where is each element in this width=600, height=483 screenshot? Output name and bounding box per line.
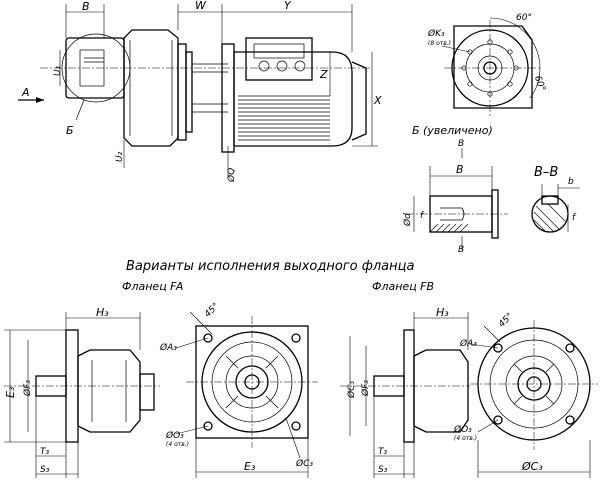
fa-h3-label: H₃	[96, 306, 109, 319]
dim-q-label: ØQ	[226, 168, 237, 183]
fb-a3-label: ØA₃	[459, 338, 477, 349]
flange-fb-caption: Фланец FB	[372, 280, 434, 293]
view-b-caption: Б (увеличено)	[412, 124, 493, 137]
shaft-detail: В В В Ød f b f В–В	[402, 139, 580, 255]
detail-b-label: Б	[66, 124, 74, 137]
fb-h3-label: H₃	[436, 306, 449, 319]
fb-45-label: 45°	[497, 311, 515, 329]
flange-fb-front-view: 45° ØA₃ ØO₃ (4 отв.) ØC₃	[453, 311, 598, 478]
k3-label: ØK₃	[427, 28, 445, 39]
fb-o3-note: (4 отв.)	[454, 435, 477, 442]
shaft-d-label: Ød	[402, 213, 413, 227]
fa-e3-label: E₃	[244, 460, 256, 473]
fa-o3-label: ØO₃	[165, 430, 184, 441]
fb-t3-label: T₃	[378, 447, 387, 457]
section-caption: В–В	[534, 165, 558, 180]
dim-z-label: Z	[319, 68, 328, 81]
section-mark-top: В	[458, 139, 464, 149]
flange-fa-caption: Фланец FA	[122, 280, 183, 293]
angle-60-label: 60°	[516, 13, 532, 23]
flange-fb-side-view: H₃ ØC₃ ØF₃ T₃ S₃	[340, 306, 470, 478]
view-b-enlarged: 60° 60° ØK₃ (8 отв.) Б (увеличено)	[412, 13, 547, 137]
fa-c3-label: ØC₃	[295, 458, 313, 469]
fb-f3-label: ØF₃	[360, 380, 371, 397]
fa-s3-label: S₃	[40, 465, 50, 475]
view-a-label: А	[21, 86, 30, 99]
shaft-b-label: В	[456, 163, 464, 176]
gearmotor-side-view: В W Y Z X U₁ U₂ ØQ А Б	[18, 0, 382, 183]
dim-x-label: X	[373, 94, 382, 107]
fa-a3-label: ØA₃	[159, 342, 177, 353]
section-mark-bottom: В	[458, 245, 464, 255]
fb-s3-label: S₃	[378, 465, 388, 475]
fa-f3-label: ØF₃	[22, 380, 33, 397]
fa-t3-label: T₃	[40, 447, 49, 457]
angle-60b-label: 60°	[532, 75, 547, 93]
fa-45-label: 45°	[203, 301, 221, 319]
flange-fa-side-view: H₃ E₃ ØF₃ T₃ S₃	[4, 306, 160, 478]
dim-w-label: W	[195, 0, 207, 12]
section-f-dim: f	[572, 213, 577, 223]
shaft-f-label: f	[420, 211, 425, 221]
section-b-dim: b	[568, 177, 574, 187]
fb-c3-label: ØC₃	[521, 460, 543, 473]
dim-b-label: В	[82, 0, 90, 13]
dim-y-label: Y	[284, 0, 292, 12]
k3-note: (8 отв.)	[428, 40, 451, 47]
flange-fa-front-view: 45° ØA₃ ØO₃ (4 отв.) E₃ ØC₃	[159, 301, 318, 478]
fb-o3-label: ØO₃	[453, 424, 472, 435]
fb-c3-vertical: ØC₃	[346, 381, 357, 399]
flange-variants-title: Варианты исполнения выходного фланца	[126, 259, 414, 274]
dim-u1-label: U₁	[53, 65, 63, 76]
fa-o3-note: (4 отв.)	[166, 441, 189, 448]
dim-u2-label: U₂	[115, 151, 125, 162]
fa-e3-vertical: E₃	[4, 386, 17, 398]
